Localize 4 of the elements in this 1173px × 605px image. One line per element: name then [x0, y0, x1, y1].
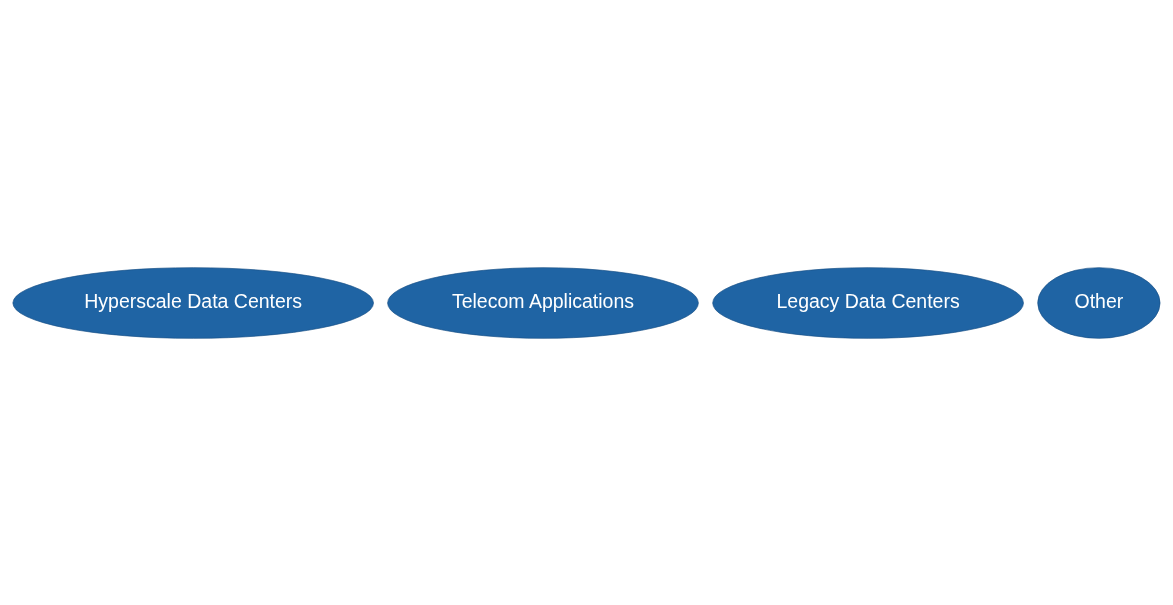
- node-ellipse: Hyperscale Data Centers: [12, 266, 374, 339]
- node-ellipse: Legacy Data Centers: [712, 266, 1024, 339]
- node-ellipse: Other: [1037, 266, 1161, 339]
- node-ellipse: Telecom Applications: [387, 266, 699, 339]
